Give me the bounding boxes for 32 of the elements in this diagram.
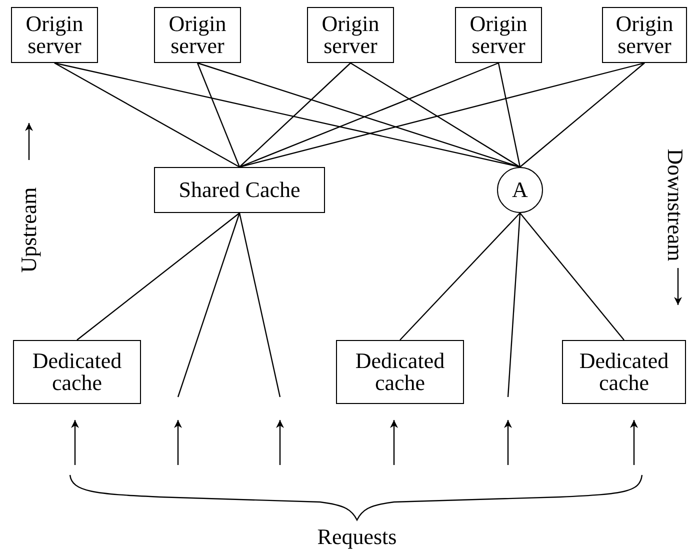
server-box: Origin server (11, 7, 98, 63)
connector-line (400, 212, 520, 340)
server-box: Origin server (154, 7, 241, 63)
server-box: Origin server (455, 7, 542, 63)
connector-line (520, 212, 624, 340)
caption-label: Requests (317, 525, 397, 549)
arrow (390, 420, 398, 465)
connector-line (520, 62, 645, 168)
cache-box: Dedicated cache (13, 340, 141, 404)
circle-node: A (497, 167, 543, 213)
server-box: Origin server (602, 7, 687, 63)
direction-label: Upstream (17, 187, 41, 273)
connector-line (239, 62, 645, 168)
connector-line (177, 212, 240, 398)
arrow (71, 420, 79, 465)
connector-line (238, 212, 281, 398)
connector-line (54, 62, 520, 168)
server-box: Origin server (307, 7, 394, 63)
connector-line (239, 62, 351, 168)
direction-label: Downstream (663, 148, 687, 262)
connector-line (197, 62, 520, 168)
connector-line (239, 62, 499, 168)
connector-line (196, 62, 240, 168)
connector-line (76, 212, 240, 340)
connector-line (507, 212, 521, 398)
arrow (630, 420, 638, 465)
cache-box: Dedicated cache (336, 340, 464, 404)
connector-line (498, 62, 521, 168)
connector-line (54, 62, 240, 168)
cache-box: Shared Cache (154, 167, 325, 213)
connector-line (350, 62, 520, 168)
cache-box: Dedicated cache (562, 340, 686, 404)
